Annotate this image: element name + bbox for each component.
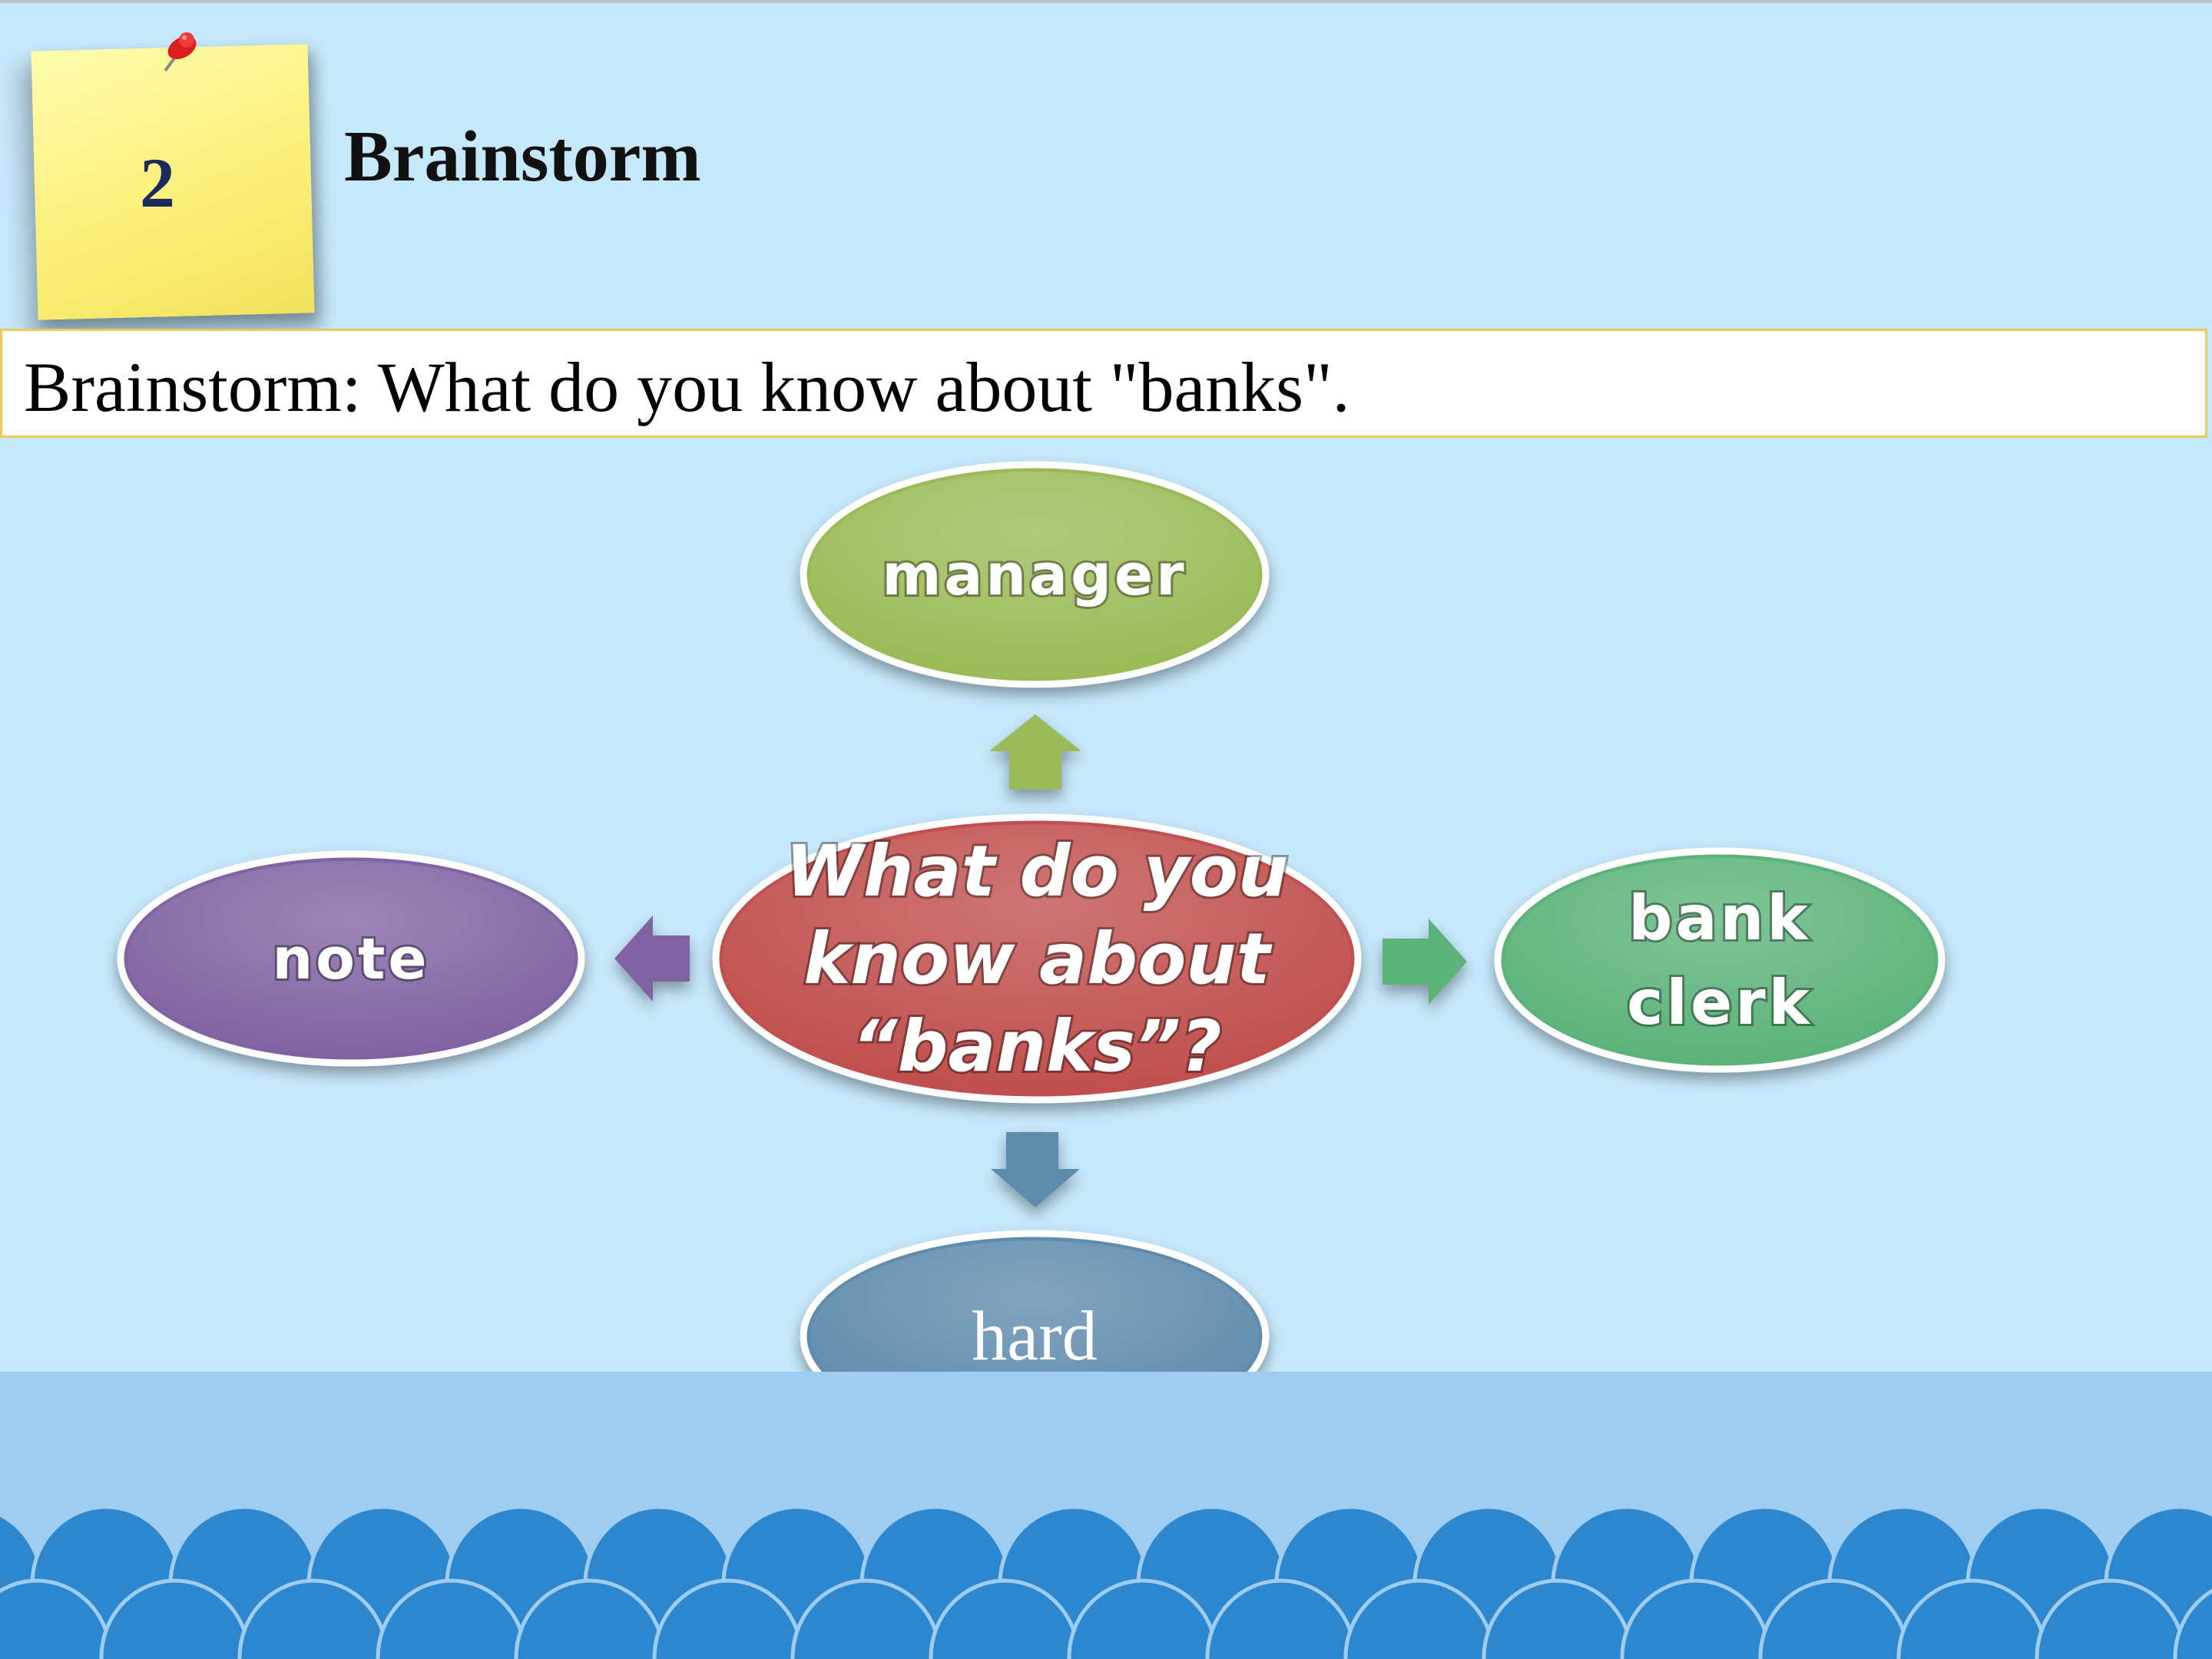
instruction-text: Brainstorm: What do you know about "bank… [24, 348, 1350, 426]
slide-title: Brainstorm [344, 117, 701, 197]
slide-number: 2 [140, 144, 175, 222]
wave-scallop [2173, 1588, 2212, 1659]
node-manager: manager [800, 461, 1270, 688]
node-hard-label: hard [972, 1296, 1097, 1375]
arrow-down-icon [991, 1132, 1080, 1207]
node-manager-label: manager [882, 542, 1187, 608]
arrow-right-icon [1382, 919, 1467, 1005]
instruction-bar: Brainstorm: What do you know about "bank… [0, 329, 2207, 438]
arrow-up-icon [989, 714, 1081, 790]
push-pin-icon [164, 32, 197, 72]
node-note-label: note [272, 926, 429, 992]
arrow-left-icon [614, 916, 690, 1002]
top-border-line [0, 0, 2212, 3]
node-note: note [117, 850, 585, 1067]
decorative-waves [0, 1505, 2212, 1659]
